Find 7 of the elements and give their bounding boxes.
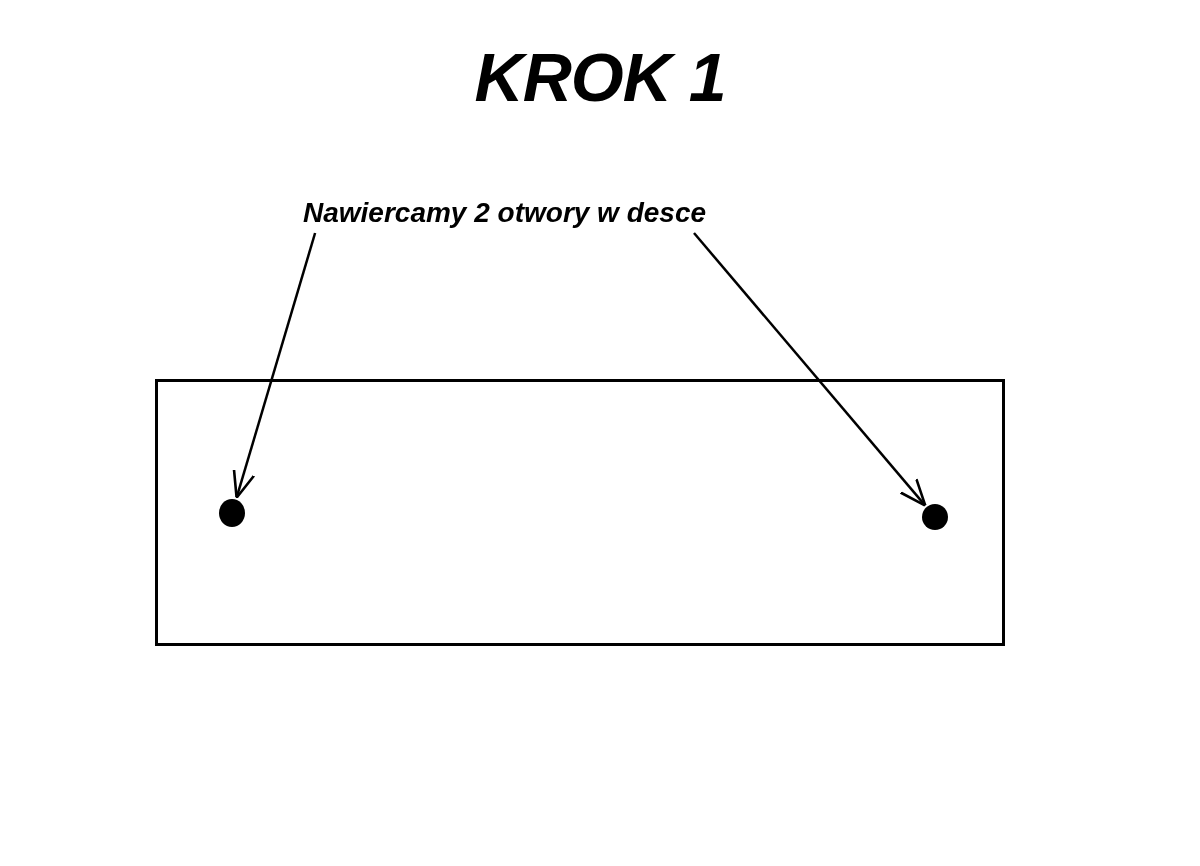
board-outline (155, 379, 1005, 646)
instruction-text: Nawiercamy 2 otwory w desce (303, 196, 707, 230)
leader-arrow (693, 232, 927, 507)
leader-arrow (232, 232, 317, 499)
drill-hole (219, 499, 245, 527)
title: KROK 1 (474, 39, 726, 115)
drill-hole (922, 504, 948, 530)
